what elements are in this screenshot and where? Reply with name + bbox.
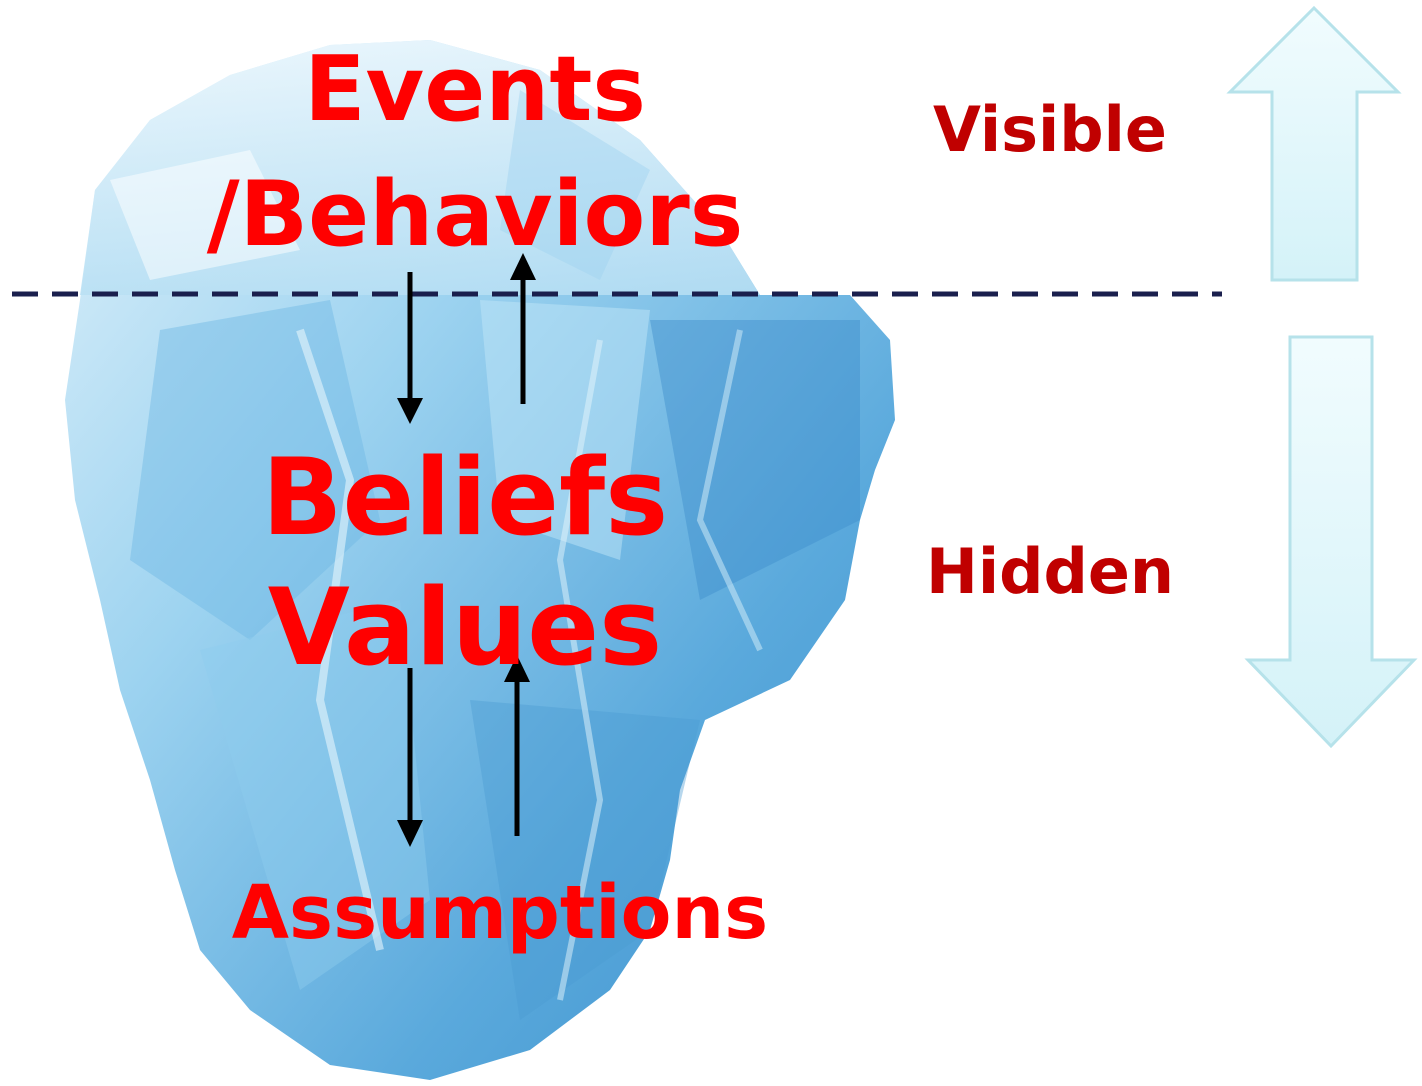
zone-label-hidden: Hidden <box>925 535 1175 608</box>
down-arrow-icon <box>1244 335 1418 749</box>
up-arrow-icon <box>1226 5 1402 282</box>
arrow-down-icon <box>397 398 423 424</box>
layer-label-behaviors: /Behaviors <box>206 162 744 267</box>
zone-label-visible: Visible <box>933 93 1167 166</box>
iceberg-icon <box>65 40 895 1080</box>
flow-arrows <box>397 253 536 847</box>
layer-label-beliefs: Beliefs <box>261 436 669 559</box>
arrow-down-icon <box>397 820 423 847</box>
arrow-up-icon <box>504 655 530 682</box>
arrow-up-icon <box>510 253 536 280</box>
layer-label-events: Events <box>304 37 646 142</box>
layer-label-values: Values <box>267 566 663 689</box>
layer-label-assumptions: Assumptions <box>231 870 769 956</box>
